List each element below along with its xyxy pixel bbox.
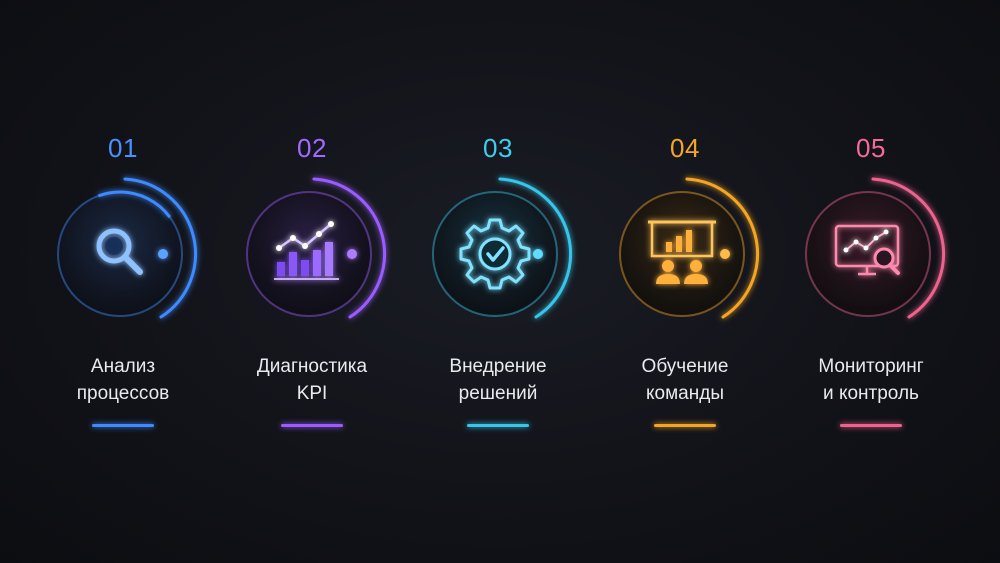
step-number: 05 xyxy=(856,133,886,163)
step-3: 03 xyxy=(398,0,598,563)
step-underline xyxy=(281,424,343,427)
magnifier-icon xyxy=(96,228,143,275)
step-ring xyxy=(791,170,961,340)
step-4: 04 xyxy=(585,0,785,563)
step-label-line1: Мониторинг xyxy=(818,356,924,377)
step-underline xyxy=(840,424,902,427)
step-ring xyxy=(232,170,402,340)
step-label-line1: Обучение xyxy=(641,356,729,377)
step-label-line1: Анализ xyxy=(90,356,156,377)
gear-check-icon xyxy=(459,218,531,290)
step-5: 05 xyxy=(771,0,971,563)
step-ring xyxy=(605,170,775,340)
step-label: Мониторинг и контроль xyxy=(771,353,971,407)
monitor-search-icon xyxy=(834,224,900,276)
step-underline xyxy=(92,424,154,427)
step-label-line2: KPI xyxy=(296,383,328,404)
step-number: 03 xyxy=(483,133,513,163)
step-label: Диагностика KPI xyxy=(212,353,412,407)
step-ring xyxy=(43,170,213,340)
step-label: Внедрение решений xyxy=(398,353,598,407)
step-underline xyxy=(467,424,529,427)
step-label: Анализ процессов xyxy=(23,353,223,407)
step-number: 01 xyxy=(108,133,138,163)
step-label-line2: и контроль xyxy=(823,383,919,404)
step-underline xyxy=(654,424,716,427)
presentation-team-icon xyxy=(648,220,716,284)
step-label-line1: Диагностика xyxy=(256,356,368,377)
step-label-line2: решений xyxy=(458,383,538,404)
step-label-line1: Внедрение xyxy=(449,356,547,377)
step-label-line2: процессов xyxy=(76,383,170,404)
step-2: 02 xyxy=(212,0,412,563)
bar-chart-trend-icon xyxy=(274,221,339,280)
step-number: 02 xyxy=(297,133,327,163)
step-label-line2: команды xyxy=(646,383,724,404)
step-ring xyxy=(418,170,588,340)
step-1: 01 xyxy=(23,0,223,563)
step-label: Обучение команды xyxy=(585,353,785,407)
step-number: 04 xyxy=(670,133,700,163)
